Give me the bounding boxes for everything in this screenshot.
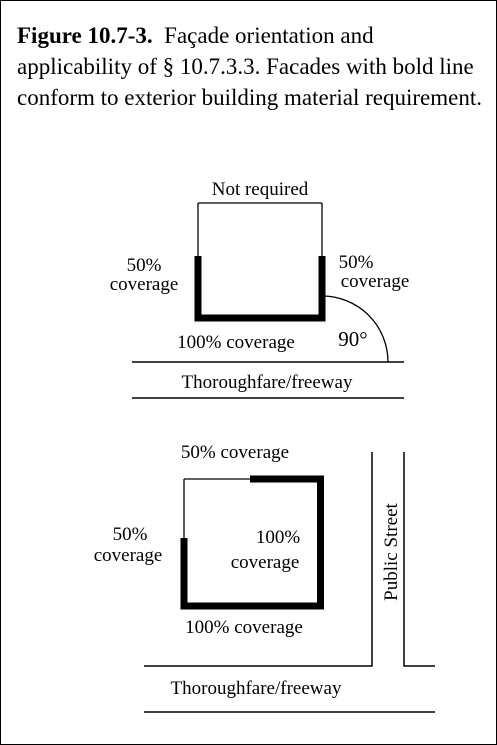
label-road: Thoroughfare/freeway bbox=[182, 372, 353, 393]
label-right-coverage-2: coverage bbox=[231, 552, 300, 573]
label-right-coverage: coverage bbox=[341, 271, 410, 292]
figure-caption: Figure 10.7-3. Façade orientation and ap… bbox=[17, 20, 487, 113]
road-corner-line bbox=[144, 452, 373, 667]
label-right-pct-2: 100% bbox=[256, 527, 301, 548]
diagram-lower: 50% coverage 50% coverage 100% coverage … bbox=[94, 442, 435, 713]
street-right-line bbox=[403, 452, 435, 667]
label-left-coverage: coverage bbox=[110, 274, 179, 295]
label-top-coverage: 50% coverage bbox=[181, 442, 289, 463]
angle-arc bbox=[321, 295, 389, 363]
label-angle: 90° bbox=[338, 327, 367, 351]
figure-number: Figure 10.7-3. bbox=[17, 23, 153, 48]
diagram-upper: Not required 50% coverage 50% coverage 1… bbox=[110, 179, 410, 399]
figure-caption-text: Façade orientation and applicability of … bbox=[17, 23, 482, 110]
label-left-pct-2: 50% bbox=[113, 524, 148, 545]
label-left-coverage-2: coverage bbox=[94, 545, 163, 566]
label-right-pct: 50% bbox=[339, 252, 374, 273]
label-road-2: Thoroughfare/freeway bbox=[171, 678, 342, 699]
label-not-required: Not required bbox=[212, 179, 309, 200]
label-bottom-coverage: 100% coverage bbox=[177, 332, 295, 353]
label-bottom-coverage-2: 100% coverage bbox=[185, 617, 303, 638]
label-public-street: Public Street bbox=[381, 502, 402, 600]
label-left-pct: 50% bbox=[127, 255, 162, 276]
